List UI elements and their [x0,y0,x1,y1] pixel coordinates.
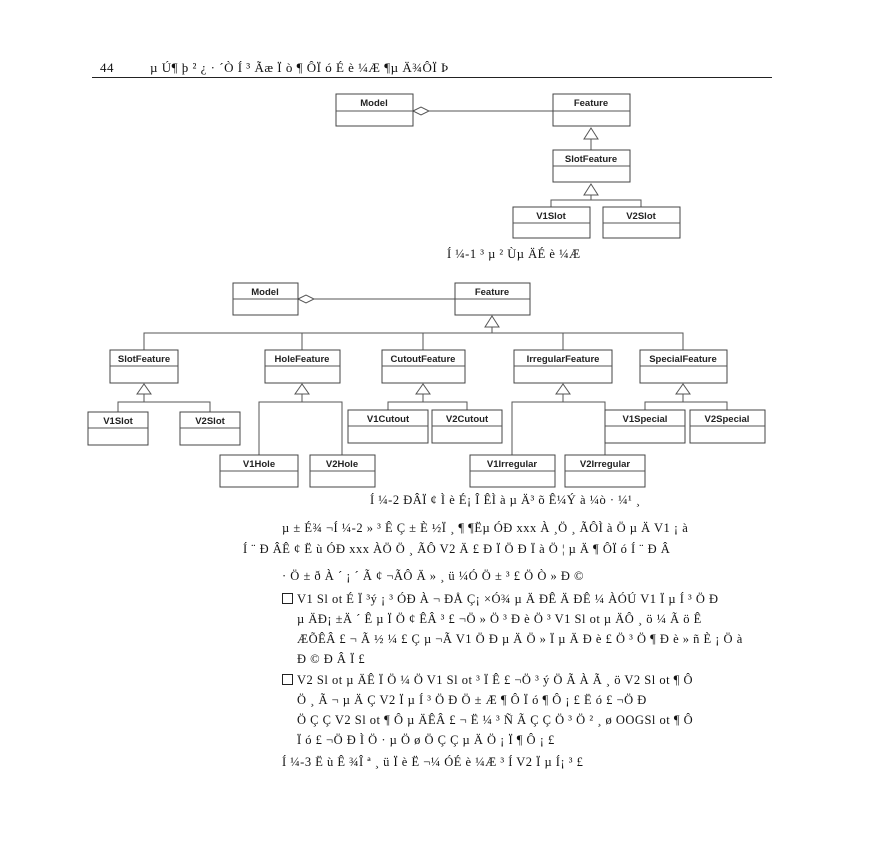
figure-2-caption: Í ¼-2 ÐÂÏ ¢ Ì è É¡ Î ÊÌ à µ Ä³ õ Ê¼Ý à ¼… [370,493,641,507]
class-model: Model [232,282,299,316]
class-name-label: IrregularFeature [527,354,600,365]
class-name-label: SpecialFeature [649,354,717,365]
class-name-label: V2Slot [626,211,656,222]
class-v1irregular: V1Irregular [469,454,556,488]
class-cutoutfeature: CutoutFeature [381,349,466,384]
inheritance-triangle [583,127,599,140]
class-v2irregular: V2Irregular [564,454,646,488]
class-feature: Feature [552,93,631,127]
class-feature: Feature [454,282,531,316]
page-number: 44 [100,60,114,75]
diagram-line [117,394,211,412]
class-name-label: V2Hole [326,459,358,470]
class-name-label: Feature [475,287,509,298]
class-name-label: V1Hole [243,459,275,470]
class-name-label: V2Slot [195,416,225,427]
aggregation-diamond [411,106,431,116]
class-model: Model [335,93,414,127]
class-name-label: Model [360,98,387,109]
body-text-line: Ö Ç Ç V2 Sl ot ¶ Ô µ ÄÊÂ £ ¬ Ë ¼ ³ Ñ Ã Ç… [297,713,694,727]
inheritance-triangle [484,315,500,328]
class-v1cutout: V1Cutout [347,409,429,444]
aggregation-diamond [296,294,316,304]
class-name-label: HoleFeature [275,354,330,365]
class-v1special: V1Special [604,409,686,444]
body-text-line: · Ö ± ð À ´ ¡ ´ Ã ¢ ¬ÃÔ Ä » ¸ ü ¼Ó Ö ± ³… [282,569,585,583]
class-name-label: SlotFeature [565,154,617,165]
class-v1slot: V1Slot [512,206,591,239]
class-name-label: V1Slot [103,416,133,427]
class-name-label: Feature [574,98,608,109]
class-irregularfeature: IrregularFeature [513,349,613,384]
class-slotfeature: SlotFeature [109,349,179,384]
class-name-label: V1Irregular [487,459,537,470]
body-text-line: Ð © Ð Â Ï £ [297,652,366,666]
class-name-label: V1Slot [536,211,566,222]
class-name-label: V2Cutout [446,414,489,425]
figure-1-caption: Í ¼-1 ³ µ ² Ùµ ÄÉ è ¼Æ [447,247,581,261]
class-box [335,93,414,127]
body-text-line: ÆÕÊÂ £ ¬ Ã ½ ¼ £ Ç µ ¬Ã V1 Ö Ð µ Ä Ö » Ï… [297,632,743,646]
inheritance-lines [143,327,684,350]
inheritance-triangle [415,383,431,395]
diagram-line [644,394,728,410]
class-v1hole: V1Hole [219,454,299,488]
diagram-line [258,394,343,455]
class-v2hole: V2Hole [309,454,376,488]
class-name-label: V2Irregular [580,459,630,470]
diagram-line [511,394,606,455]
inheritance-triangle [555,383,571,395]
class-name-label: V2Special [705,414,750,425]
class-name-label: SlotFeature [118,354,170,365]
body-text-line: µ ÄÐ¡ ±Ä ´ Ê µ Ï Ö ¢ ÊÂ ³ £ ¬Ö » Ö ³ Ð è… [297,612,702,626]
body-text-line: Í ¨ Ð ÂÊ ¢ Ë ù ÓÐ xxx ÀÖ Ö ¸ ÃÔ V2 Ä £ Ð… [243,542,671,556]
body-text-line: Ö ¸ Ã ¬ µ Ä Ç V2 Ï µ Í ³ Ö Ð Ö ± Æ ¶ Ô Ï… [297,693,647,707]
bullet-item: V2 Sl ot µ ÄÊ Ï Ö ¼ Ö V1 Sl ot ³ Ï Ê £ ¬… [282,673,693,688]
class-name-label: V1Cutout [367,414,410,425]
figure-1-diagram: Model Feature SlotFeature V1Slot V2Slot [335,93,681,239]
bullet-item: V1 Sl ot É Ï ³ý ¡ ³ ÓÐ À ¬ ÐÅ Ç¡ ×Ó¾ µ Ä… [282,592,719,607]
inheritance-triangle [294,383,310,395]
figure-2-diagram: Model Feature SlotFeature HoleFeature Cu… [87,282,766,488]
class-box [552,93,631,127]
class-v2cutout: V2Cutout [431,409,503,444]
class-v2special: V2Special [689,409,766,444]
class-v2slot: V2Slot [179,411,241,446]
class-specialfeature: SpecialFeature [639,349,728,384]
diagram-line [387,394,468,410]
checkbox-bullet-icon [282,674,293,685]
inheritance-triangle [583,183,599,196]
class-holefeature: HoleFeature [264,349,341,384]
class-v1slot: V1Slot [87,411,149,446]
inheritance-line [550,195,642,207]
class-name-label: V1Special [623,414,668,425]
class-slotfeature: SlotFeature [552,149,631,183]
body-text-line: µ ± É¾ ¬Í ¼-2 » ³ Ê Ç ± È ½Ï ¸ ¶ ¶Ëµ ÓÐ … [282,521,689,535]
inheritance-triangle [675,383,691,395]
class-v2slot: V2Slot [602,206,681,239]
header-rule [92,77,772,78]
class-name-label: CutoutFeature [391,354,456,365]
inheritance-triangle [136,383,152,395]
class-name-label: Model [251,287,278,298]
running-title: µ Ú¶ þ ² ¿ · ´Ò Í ³ Ãæ Ï ò ¶ ÔÏ ó É è ¼Æ… [150,60,449,75]
body-text-line: Ï ó £ ¬Ö Ð Ì Ö · µ Ö ø Ö Ç Ç µ Ä Ö ¡ Ï ¶… [297,733,555,747]
body-text-line: Í ¼-3 Ë ù Ê ¾Î ª ¸ ü Ï è Ë ¬¼ ÓÉ è ¼Æ ³ … [282,755,584,769]
checkbox-bullet-icon [282,593,293,604]
